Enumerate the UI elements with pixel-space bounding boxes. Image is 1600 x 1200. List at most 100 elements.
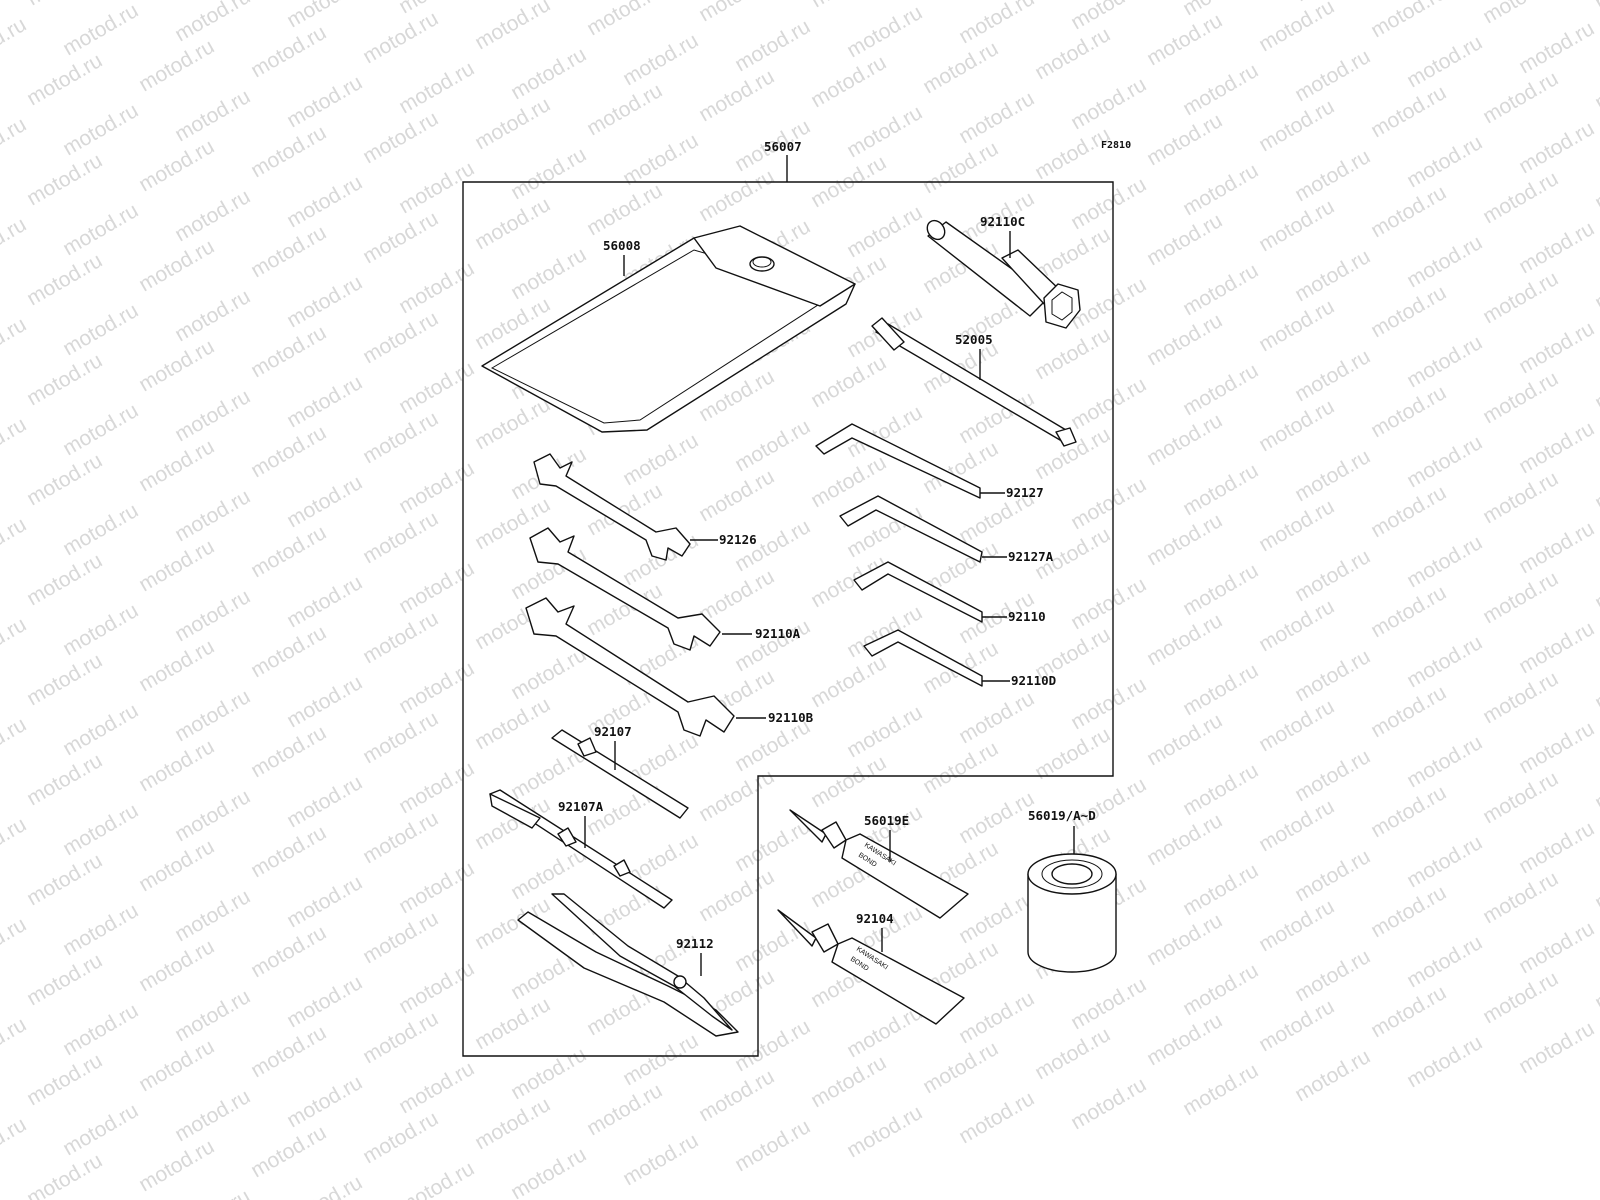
watermark-text: motod.ru	[1479, 867, 1562, 928]
watermark-text: motod.ru	[1067, 373, 1150, 434]
watermark-text: motod.ru	[0, 213, 30, 274]
watermark-text: motod.ru	[59, 0, 142, 60]
watermark-text: motod.ru	[0, 513, 30, 574]
wrench-92110B-label: 92110B	[768, 710, 814, 725]
watermark-text: motod.ru	[359, 207, 442, 268]
watermark-text: motod.ru	[359, 1007, 442, 1068]
watermark-text: motod.ru	[1367, 0, 1450, 42]
watermark-text: motod.ru	[471, 93, 554, 154]
watermark-text: motod.ru	[919, 137, 1002, 198]
watermark-text: motod.ru	[507, 1043, 590, 1104]
watermark-text: motod.ru	[283, 371, 366, 432]
watermark-text: motod.ru	[507, 243, 590, 304]
watermark-text: motod.ru	[1403, 931, 1486, 992]
watermark-text: motod.ru	[1031, 423, 1114, 484]
watermark-text: motod.ru	[843, 1, 926, 62]
watermark-text: motod.ru	[1067, 673, 1150, 734]
watermark-text: motod.ru	[919, 737, 1002, 798]
hex-key-92110D: 92110D	[863, 629, 1056, 688]
watermark-text: motod.ru	[955, 0, 1038, 48]
watermark-text: motod.ru	[1479, 567, 1562, 628]
kit-label: 56007	[764, 139, 802, 154]
watermark-text: motod.ru	[1255, 795, 1338, 856]
watermark-text: motod.ru	[171, 85, 254, 146]
watermark-text: motod.ru	[507, 143, 590, 204]
watermark-text: motod.ru	[1591, 853, 1600, 914]
watermark-text: motod.ru	[1291, 645, 1374, 706]
plug-wrench: 92110C	[926, 214, 1081, 329]
watermark-text: motod.ru	[1143, 909, 1226, 970]
watermark-text: motod.ru	[1179, 1059, 1262, 1120]
watermark-text: motod.ru	[1515, 517, 1598, 578]
watermark-text: motod.ru	[247, 1121, 330, 1182]
watermark-text: motod.ru	[807, 651, 890, 712]
watermark-text: motod.ru	[283, 171, 366, 232]
watermark-text: motod.ru	[1367, 381, 1450, 442]
screwdriver-92107: 92107	[551, 724, 689, 819]
watermark-text: motod.ru	[1143, 709, 1226, 770]
watermark-text: motod.ru	[395, 1057, 478, 1118]
watermark-text: motod.ru	[135, 435, 218, 496]
watermark-text: motod.ru	[731, 615, 814, 676]
watermark-text: motod.ru	[23, 149, 106, 210]
watermark-text: motod.ru	[1591, 653, 1600, 714]
watermark-text: motod.ru	[807, 551, 890, 612]
watermark-text: motod.ru	[171, 485, 254, 546]
watermark-text: motod.ru	[1479, 267, 1562, 328]
watermark-text: motod.ru	[471, 993, 554, 1054]
watermark-text: motod.ru	[583, 179, 666, 240]
watermark-text: motod.ru	[395, 1157, 478, 1200]
watermark-text: motod.ru	[135, 835, 218, 896]
watermark-text: motod.ru	[1179, 459, 1262, 520]
hex-key-92110D-label: 92110D	[1011, 673, 1056, 688]
watermark-text: motod.ru	[135, 35, 218, 96]
watermark-text: motod.ru	[1143, 409, 1226, 470]
watermark-text: motod.ru	[171, 1085, 254, 1146]
watermark-text: motod.ru	[1479, 967, 1562, 1028]
watermark-text: motod.ru	[1255, 595, 1338, 656]
watermark-text: motod.ru	[23, 49, 106, 110]
watermark-text: motod.ru	[1179, 859, 1262, 920]
watermark-text: motod.ru	[171, 585, 254, 646]
watermark-text: motod.ru	[359, 7, 442, 68]
watermark-text: motod.ru	[1367, 181, 1450, 242]
wrench-92110B: 92110B	[525, 597, 814, 737]
wrench-92110A: 92110A	[529, 527, 801, 651]
watermark-text: motod.ru	[283, 971, 366, 1032]
watermark-text: motod.ru	[1255, 995, 1338, 1056]
watermark-text: motod.ru	[359, 907, 442, 968]
watermark-text: motod.ru	[731, 1015, 814, 1076]
watermark-text: motod.ru	[59, 699, 142, 760]
watermark-text: motod.ru	[135, 935, 218, 996]
watermark-text: motod.ru	[247, 1021, 330, 1082]
watermark-text: motod.ru	[1179, 659, 1262, 720]
bond-tube-92104-label: 92104	[856, 911, 894, 926]
watermark-text: motod.ru	[59, 599, 142, 660]
watermark-text: motod.ru	[0, 1013, 30, 1074]
watermark-text: motod.ru	[1143, 309, 1226, 370]
watermark-text: motod.ru	[1179, 559, 1262, 620]
watermark-text: motod.ru	[1367, 481, 1450, 542]
wrench-92110A-label: 92110A	[755, 626, 801, 641]
plug-wrench-label: 92110C	[980, 214, 1025, 229]
watermark-text: motod.ru	[0, 1113, 30, 1174]
watermark-text: motod.ru	[695, 465, 778, 526]
watermark-text: motod.ru	[359, 707, 442, 768]
bond-tube-56019E-label: 56019E	[864, 813, 909, 828]
watermark-text: motod.ru	[507, 43, 590, 104]
watermark-text: motod.ru	[695, 765, 778, 826]
watermark-text: motod.ru	[23, 1049, 106, 1110]
bond-tube-56019E: KAWASAKI BOND 56019E	[789, 809, 969, 919]
watermark-text: motod.ru	[1515, 117, 1598, 178]
watermark-text: motod.ru	[1591, 753, 1600, 814]
watermark-text: motod.ru	[59, 99, 142, 160]
watermark-text: motod.ru	[807, 751, 890, 812]
watermark-text: motod.ru	[283, 271, 366, 332]
watermark-text: motod.ru	[1179, 359, 1262, 420]
watermark-text: motod.ru	[283, 671, 366, 732]
watermark-text: motod.ru	[1291, 545, 1374, 606]
watermark-text: motod.ru	[1291, 345, 1374, 406]
watermark-text: motod.ru	[247, 621, 330, 682]
watermark-text: motod.ru	[395, 157, 478, 218]
